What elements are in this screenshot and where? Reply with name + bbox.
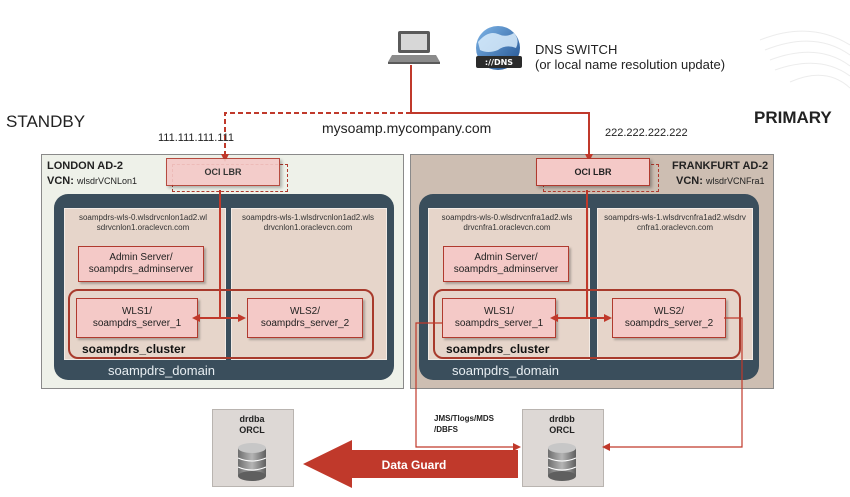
primary-label: PRIMARY: [754, 108, 832, 127]
primary-dns-link: [410, 65, 593, 162]
replication-line1: JMS/Tlogs/MDS: [434, 414, 495, 423]
london-vcn: VCN: wlsdrVCNLon1: [47, 175, 137, 187]
replication-line2: /DBFS: [434, 425, 458, 434]
frankfurt-admin-server: Admin Server/ soampdrs_adminserver: [443, 246, 569, 282]
laptop-icon: [388, 31, 440, 64]
frankfurt-wls2: WLS2/ soampdrs_server_2: [612, 298, 726, 338]
frankfurt-vcn-name: wlsdrVCNFra1: [705, 176, 765, 186]
frankfurt-admin-line2: soampdrs_adminserver: [453, 264, 559, 275]
fqdn-label: mysoamp.mycompany.com: [322, 120, 492, 136]
primary-db-name: drdbb: [549, 414, 575, 424]
dns-switch-line2: (or local name resolution update): [535, 57, 726, 72]
london-wls2: WLS2/ soampdrs_server_2: [247, 298, 363, 338]
frankfurt-wls2-line1: WLS2/: [653, 306, 684, 317]
standby-db-title: drdba ORCL: [212, 414, 292, 436]
frankfurt-wls2-line2: soampdrs_server_2: [624, 318, 714, 329]
wls1-db-link: [415, 322, 521, 451]
london-wls2-line2: soampdrs_server_2: [260, 318, 350, 329]
london-admin-line1: Admin Server/: [109, 252, 173, 263]
frankfurt-title: FRANKFURT AD-2: [672, 160, 769, 172]
frankfurt-wls1: WLS1/ soampdrs_server_1: [442, 298, 556, 338]
standby-db-name: drdba: [239, 414, 265, 424]
london-wls1-line1: WLS1/: [121, 306, 152, 317]
dns-switch-line1: DNS SWITCH: [535, 42, 618, 57]
frankfurt-cluster-label: soampdrs_cluster: [446, 342, 550, 356]
frankfurt-admin-line1: Admin Server/: [474, 252, 538, 263]
dns-switch-text: DNS SWITCH (or local name resolution upd…: [535, 42, 725, 72]
london-cluster-label: soampdrs_cluster: [82, 342, 186, 356]
london-domain-label: soampdrs_domain: [108, 363, 215, 378]
frankfurt-vcn-label: VCN:: [676, 175, 703, 187]
primary-db-title: drdbb ORCL: [522, 414, 602, 436]
primary-db-sid: ORCL: [549, 425, 575, 435]
standby-db-sid: ORCL: [239, 425, 265, 435]
frankfurt-host-1-name: soampdrs-wls-1.wlsdrvcnfra1ad2.wlsdrvcnf…: [604, 213, 746, 232]
database-icon: [237, 443, 267, 481]
globe-icon: [476, 26, 522, 70]
decorative-swirl-icon: [759, 30, 850, 89]
london-wls2-line1: WLS2/: [289, 306, 320, 317]
frankfurt-wls1-line2: soampdrs_server_1: [454, 318, 544, 329]
dns-badge: ://DNS: [485, 58, 513, 67]
standby-label: STANDBY: [6, 112, 86, 131]
data-guard-label: Data Guard: [382, 458, 447, 472]
london-wls1-line2: soampdrs_server_1: [92, 318, 182, 329]
frankfurt-domain-label: soampdrs_domain: [452, 363, 559, 378]
london-admin-server: Admin Server/ soampdrs_adminserver: [78, 246, 204, 282]
replication-label: JMS/Tlogs/MDS /DBFS: [434, 413, 494, 435]
database-icon: [547, 443, 577, 481]
london-title: LONDON AD-2: [47, 160, 123, 172]
primary-ip: 222.222.222.222: [605, 127, 688, 139]
london-lbr: OCI LBR: [166, 158, 280, 186]
frankfurt-vcn: VCN: wlsdrVCNFra1: [676, 175, 764, 187]
data-guard-arrow: [303, 440, 518, 488]
london-vcn-name: wlsdrVCNLon1: [76, 176, 137, 186]
london-admin-line2: soampdrs_adminserver: [88, 264, 194, 275]
frankfurt-host-0-name: soampdrs-wls-0.wlsdrvcnfra1ad2.wlsdrvcnf…: [441, 213, 573, 232]
standby-ip: 111.111.111.111: [158, 132, 235, 144]
london-host-0-name: soampdrs-wls-0.wlsdrvcnlon1ad2.wlsdrvcnl…: [78, 213, 208, 232]
frankfurt-wls1-line1: WLS1/: [483, 306, 514, 317]
london-vcn-label: VCN:: [47, 175, 74, 187]
standby-dns-link: [221, 65, 412, 162]
london-host-1-name: soampdrs-wls-1.wlsdrvcnlon1ad2.wlsdrvcnl…: [241, 213, 375, 232]
frankfurt-lbr: OCI LBR: [536, 158, 650, 186]
wls2-db-link: [602, 317, 743, 451]
